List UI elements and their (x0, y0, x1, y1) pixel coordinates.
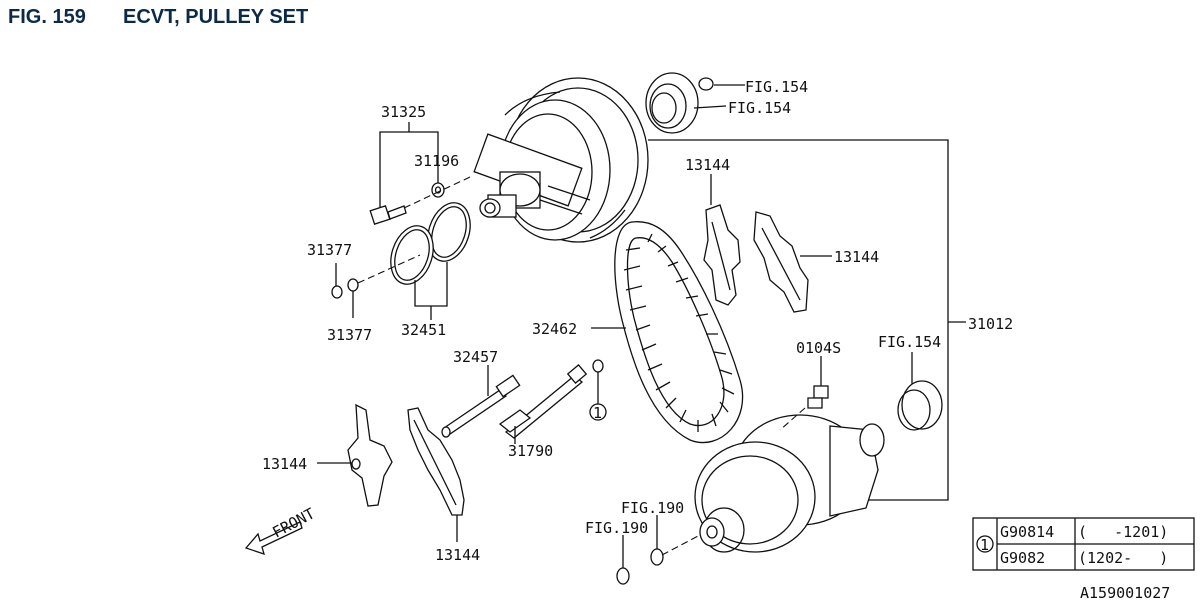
pipe-31790[interactable] (498, 363, 588, 439)
washer-31196[interactable] (431, 182, 445, 198)
label-fig154-b[interactable]: FIG.154 (728, 99, 791, 117)
primary-pulley[interactable] (473, 77, 649, 243)
label-31377-b[interactable]: 31377 (327, 326, 372, 344)
label-13144-d[interactable]: 13144 (435, 546, 480, 564)
bolt-0104s[interactable] (807, 385, 829, 409)
label-31012[interactable]: 31012 (968, 315, 1013, 333)
label-31325[interactable]: 31325 (381, 103, 426, 121)
svg-text:1: 1 (593, 404, 602, 422)
legend-table: 1 G90814 ( -1201) G9082 (1202- ) (972, 517, 1195, 571)
figure-number: FIG. 159 (8, 6, 86, 28)
shaft-32457[interactable] (441, 374, 521, 438)
bolt-31325[interactable] (369, 205, 407, 225)
label-31196[interactable]: 31196 (414, 152, 459, 170)
upper-bearing[interactable] (645, 72, 699, 134)
label-fig190-b[interactable]: FIG.190 (585, 519, 648, 537)
label-32462[interactable]: 32462 (532, 320, 577, 338)
o-ring-large[interactable] (421, 197, 478, 266)
belt-element-13144-c[interactable] (347, 403, 393, 507)
diagram-code: A159001027 (1080, 584, 1170, 602)
o-ring-small[interactable] (384, 220, 441, 289)
belt-32462[interactable] (614, 221, 744, 444)
belt-element-13144-d[interactable] (407, 407, 465, 516)
o-ring-pipe[interactable] (592, 359, 604, 373)
label-13144-b[interactable]: 13144 (834, 248, 879, 266)
label-32451[interactable]: 32451 (401, 321, 446, 339)
front-arrow: FRONT (244, 504, 318, 556)
label-13144-a[interactable]: 13144 (685, 156, 730, 174)
label-32457[interactable]: 32457 (453, 348, 498, 366)
upper-snap-ring[interactable] (698, 77, 714, 91)
figure-title: ECVT, PULLEY SET (123, 6, 309, 28)
label-fig190-a[interactable]: FIG.190 (621, 499, 684, 517)
small-ring-31377-a[interactable] (331, 285, 343, 299)
snap-ring-lower-b[interactable] (616, 567, 630, 585)
lower-bearing[interactable] (897, 380, 943, 431)
figure-header: FIG. 159 ECVT, PULLEY SET (0, 0, 1200, 40)
label-31790[interactable]: 31790 (508, 442, 553, 460)
legend-ref: 1 (980, 536, 989, 554)
legend-range-1: ( -1201) (1078, 523, 1168, 541)
reference-marker-1[interactable]: 1 (589, 403, 607, 422)
belt-element-13144-b[interactable] (753, 211, 809, 313)
snap-ring-lower-a[interactable] (650, 548, 664, 566)
secondary-pulley[interactable] (694, 414, 885, 553)
belt-element-13144-a[interactable] (703, 204, 741, 306)
label-31377-a[interactable]: 31377 (307, 241, 352, 259)
legend-range-2: (1202- ) (1078, 549, 1168, 567)
svg-text:FRONT: FRONT (269, 504, 317, 541)
label-0104s[interactable]: 0104S (796, 339, 841, 357)
legend-part-1: G90814 (1000, 523, 1054, 541)
legend-part-2: G9082 (1000, 549, 1045, 567)
label-fig154-c[interactable]: FIG.154 (878, 333, 941, 351)
label-fig154-a[interactable]: FIG.154 (745, 78, 808, 96)
label-13144-c[interactable]: 13144 (262, 455, 307, 473)
small-ring-31377-b[interactable] (347, 278, 359, 292)
